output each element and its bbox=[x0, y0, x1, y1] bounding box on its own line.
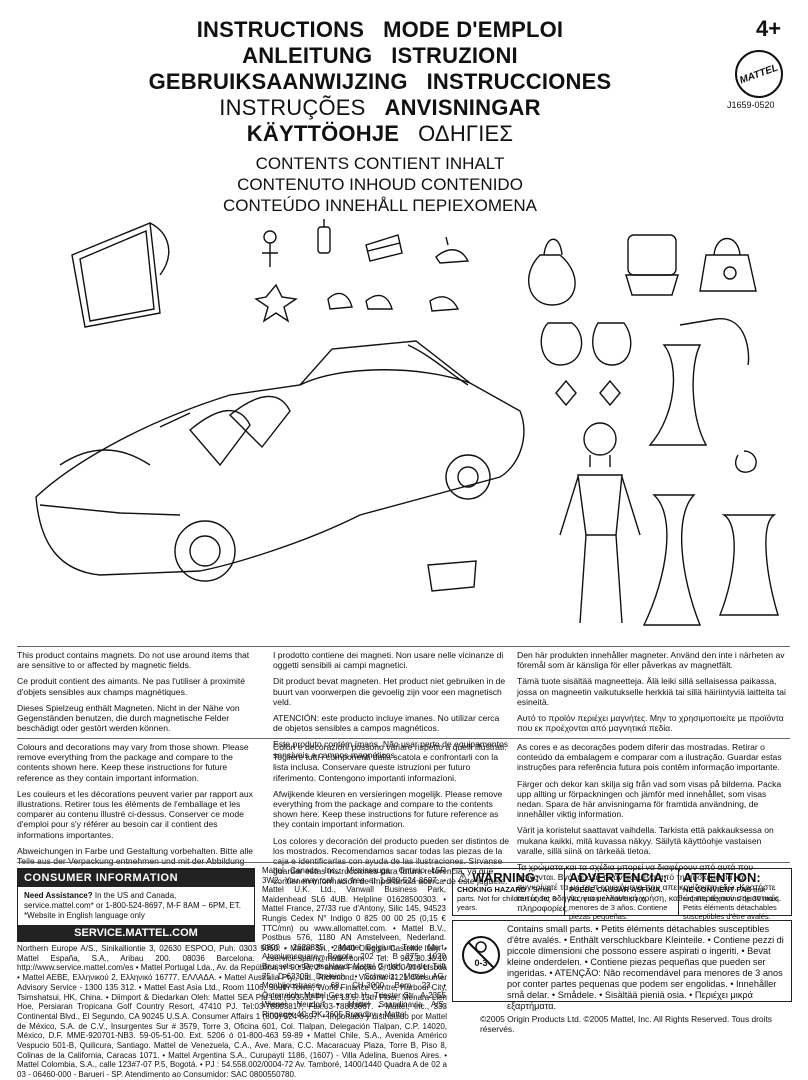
magnets-fr: Ce produit contient des aimants. Ne pas … bbox=[17, 676, 246, 697]
title-line-4: INSTRUÇÕES ANVISNINGAR bbox=[0, 96, 760, 120]
contents-line-1: CONTENTS CONTIENT INHALT bbox=[255, 154, 505, 173]
title-en: INSTRUCTIONS bbox=[196, 17, 365, 42]
magnets-fi: Tämä tuote sisältää magneetteja. Älä lei… bbox=[517, 676, 786, 707]
magnets-nl: Dit product bevat magneten. Het product … bbox=[273, 676, 506, 707]
age-rating: 4+ bbox=[756, 16, 782, 41]
choking-hazard-text: Contains small parts. • Petits éléments … bbox=[507, 924, 784, 1011]
mattel-logo: MATTEL bbox=[735, 50, 783, 98]
title-es: INSTRUCCIONES bbox=[426, 69, 612, 94]
magnets-en: This product contains magnets. Do not us… bbox=[17, 650, 250, 671]
title-fr: MODE D'EMPLOI bbox=[383, 17, 564, 42]
dresses-illustration bbox=[642, 318, 779, 626]
title-line-3: GEBRUIKSAANWIJZING INSTRUCCIONES bbox=[0, 70, 760, 94]
section-rule-3 bbox=[17, 862, 790, 863]
magnets-el: Αυτό το προϊόν περιέχει μαγνήτες. Μην το… bbox=[517, 713, 784, 734]
icon-age-label: 0-3 bbox=[474, 958, 487, 968]
no-children-under-3-icon: 0-3 bbox=[462, 936, 500, 974]
colours-nl: Afwijkende kleuren en versieringen mogel… bbox=[273, 788, 503, 830]
addresses-mid: Mattel Canada Inc., Mississauga, Ontario… bbox=[262, 866, 446, 1019]
contents-illustration bbox=[35, 219, 779, 626]
colours-fi: Värit ja koristelut saattavat vaihdella.… bbox=[517, 825, 774, 856]
colours-en: Colours and decorations may vary from th… bbox=[17, 742, 249, 783]
section-rule-2 bbox=[17, 738, 790, 739]
warning-es-text: No recomendable para menores de 3 años. … bbox=[569, 894, 668, 921]
consumer-info-body: Need Assistance? In the US and Canada, s… bbox=[18, 887, 254, 921]
warning-triangle-icon: ⚠ bbox=[457, 870, 469, 885]
magnets-col-2: I prodotto contiene dei magneti. Non usa… bbox=[273, 650, 511, 766]
service-website-link[interactable]: SERVICE.MATTEL.COM bbox=[18, 925, 254, 941]
colours-es: Los colores y decoración del producto pu… bbox=[273, 835, 509, 887]
convertible-car-illustration bbox=[35, 340, 525, 592]
title-it: ISTRUZIONI bbox=[391, 43, 518, 68]
warning-es-sub: PUEDE CAUSAR ASFIXIA. bbox=[569, 885, 663, 894]
door-panel-illustration bbox=[71, 222, 170, 328]
magnets-de: Dieses Spielzeug enthält Magneten. Nicht… bbox=[17, 702, 240, 734]
warning-es: ADVERTENCIA: PUEDE CAUSAR ASFIXIA. No re… bbox=[565, 869, 679, 921]
colours-pt: As cores e as decorações podem diferir d… bbox=[517, 742, 782, 773]
accessories-illustration bbox=[254, 219, 470, 323]
warning-fr-text: aux enfants de moins de 36 mois. Petits … bbox=[683, 885, 781, 921]
doll-illustration bbox=[559, 422, 641, 624]
warning-en-head: ⚠ WARNING: bbox=[457, 871, 560, 885]
choking-hazard-box: 0-3 Contains small parts. • Petits éléme… bbox=[452, 920, 792, 1011]
website-note: *Website in English language only bbox=[24, 911, 145, 920]
need-assistance-label: Need Assistance? bbox=[24, 891, 93, 900]
colours-sv: Färger och dekor kan skilja sig från vad… bbox=[517, 778, 782, 820]
title-line-1: INSTRUCTIONS MODE D'EMPLOI bbox=[0, 18, 760, 42]
title-el: ΟΔΗΓΙΕΣ bbox=[418, 121, 514, 146]
warning-box: ⚠ WARNING: CHOKING HAZARD - Small parts.… bbox=[452, 868, 792, 922]
warning-fr: ATTENTION: NE CONVIENT PAS aux enfants d… bbox=[679, 869, 791, 922]
title-pt: INSTRUÇÕES bbox=[219, 95, 366, 120]
magnets-it: I prodotto contiene dei magneti. Non usa… bbox=[273, 650, 504, 671]
title-de: ANLEITUNG bbox=[242, 43, 373, 68]
addresses-bottom: Northern Europe A/S., Sinikalliontie 3, … bbox=[17, 944, 447, 1080]
colours-el: Τα χρώματα και τα σχέδια μπορεί να διαφέ… bbox=[517, 862, 779, 913]
section-rule-1 bbox=[17, 646, 790, 647]
warning-es-head: ADVERTENCIA: bbox=[569, 870, 668, 885]
colours-fr: Les couleurs et les décorations peuvent … bbox=[17, 788, 253, 840]
warning-en: ⚠ WARNING: CHOKING HAZARD - Small parts.… bbox=[453, 869, 565, 915]
product-code: J1659-0520 bbox=[727, 100, 775, 110]
contents-line-2: CONTENUTO INHOUD CONTENIDO bbox=[237, 175, 523, 194]
brand-text: MATTEL bbox=[738, 62, 780, 86]
contents-line-3: CONTEÚDO INNEHÅLL ΠΕΡΙΕΧΟΜΕΝΑ bbox=[223, 196, 537, 215]
consumer-information-box: CONSUMER INFORMATION Need Assistance? In… bbox=[17, 868, 255, 942]
need-assistance-text: In the US and Canada, service.mattel.com… bbox=[24, 891, 241, 910]
magnets-col-3: Den här produkten innehåller magneter. A… bbox=[517, 650, 787, 739]
warning-fr-head: ATTENTION: bbox=[683, 870, 761, 885]
warning-fr-sub: NE CONVIENT PAS bbox=[683, 885, 752, 894]
hair-accessories-illustration bbox=[540, 322, 632, 407]
colours-col-1: Colours and decorations may vary from th… bbox=[17, 742, 261, 893]
magnets-es: ATENCIÓN: este producto incluye imanes. … bbox=[273, 713, 500, 734]
colours-col-3: As cores e as decorações podem diferir d… bbox=[517, 742, 787, 919]
bags-illustration bbox=[527, 234, 757, 306]
warning-en-head-text: WARNING: bbox=[472, 870, 540, 885]
title-sv: ANVISNINGAR bbox=[384, 95, 541, 120]
colours-it: Colori e decorazioni possono variare ris… bbox=[273, 742, 507, 783]
title-line-5: KÄYTTÖOHJE ΟΔΗΓΙΕΣ bbox=[0, 122, 760, 146]
magnets-sv: Den här produkten innehåller magneter. A… bbox=[517, 650, 785, 671]
title-nl: GEBRUIKSAANWIJZING bbox=[148, 69, 408, 94]
magnets-pt: Este produto contém ímans. Não usar pert… bbox=[273, 739, 509, 760]
title-fi: KÄYTTÖOHJE bbox=[246, 121, 400, 146]
magnets-col-1: This product contains magnets. Do not us… bbox=[17, 650, 261, 739]
copyright: ©2005 Origin Products Ltd. ©2005 Mattel,… bbox=[480, 1014, 772, 1034]
consumer-info-title: CONSUMER INFORMATION bbox=[18, 869, 254, 887]
colours-col-2: Colori e decorazioni possono variare ris… bbox=[273, 742, 511, 893]
title-line-2: ANLEITUNG ISTRUZIONI bbox=[0, 44, 760, 68]
warning-en-sub: CHOKING HAZARD bbox=[457, 885, 527, 894]
warning-en-text: - Small parts. Not for children under 3 … bbox=[457, 885, 557, 912]
